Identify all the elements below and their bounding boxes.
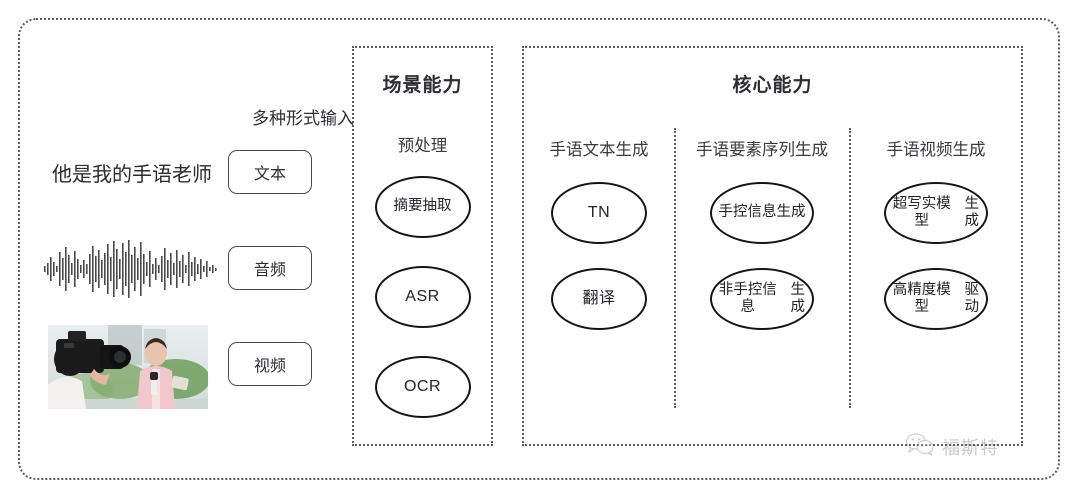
core-node-hyper-real-model[interactable]: 超写实模型生成: [884, 182, 988, 244]
watermark: 福斯特: [905, 432, 999, 461]
core-column-video-generation: 手语视频生成 超写实模型生成 高精度模型驱动: [850, 136, 1022, 354]
core-node-manual-info[interactable]: 手控信息生成: [710, 182, 814, 244]
watermark-text: 福斯特: [942, 437, 999, 458]
modality-box-audio[interactable]: 音频: [228, 246, 312, 290]
scene-node-list: 摘要抽取 ASR OCR: [354, 176, 491, 446]
scene-panel-subtitle: 预处理: [397, 137, 448, 155]
input-section: 多种形式输入 他是我的手语老师: [30, 90, 354, 430]
core-column-heading-text-generation: 手语文本生成: [549, 141, 649, 159]
core-panel-divider-1: [674, 128, 676, 408]
scene-node-summary[interactable]: 摘要抽取: [374, 176, 471, 238]
modality-box-text[interactable]: 文本: [228, 150, 312, 194]
scene-panel-title: 场景能力: [382, 75, 463, 96]
wechat-icon: [905, 432, 935, 461]
audio-waveform-icon: [42, 238, 222, 300]
sample-text-label: 他是我的手语老师: [52, 164, 212, 186]
core-capability-panel: 核心能力 手语文本生成 TN 翻译 手语要素序列生成 手控信息生成 非手控信息生…: [522, 46, 1023, 446]
core-node-translate[interactable]: 翻译: [551, 268, 647, 330]
diagram-outer-frame: [18, 18, 1060, 480]
core-column-text-generation: 手语文本生成 TN 翻译: [524, 136, 674, 354]
core-node-tn[interactable]: TN: [551, 182, 647, 244]
core-panel-divider-2: [849, 128, 851, 408]
core-panel-title: 核心能力: [732, 75, 813, 96]
input-section-heading: 多种形式输入: [252, 109, 354, 128]
scene-node-asr[interactable]: ASR: [374, 266, 471, 328]
video-thumbnail-icon: [48, 325, 208, 409]
core-column-heading-video-generation: 手语视频生成: [886, 141, 986, 159]
scene-node-ocr[interactable]: OCR: [374, 356, 471, 418]
core-column-element-sequence: 手语要素序列生成 手控信息生成 非手控信息生成: [676, 136, 848, 354]
core-node-non-manual-info[interactable]: 非手控信息生成: [710, 268, 814, 330]
core-column-heading-element-sequence: 手语要素序列生成: [696, 141, 828, 159]
modality-box-video[interactable]: 视频: [228, 342, 312, 386]
scene-capability-panel: 场景能力 预处理 摘要抽取 ASR OCR: [352, 46, 493, 446]
core-node-high-precision-model[interactable]: 高精度模型驱动: [884, 268, 988, 330]
